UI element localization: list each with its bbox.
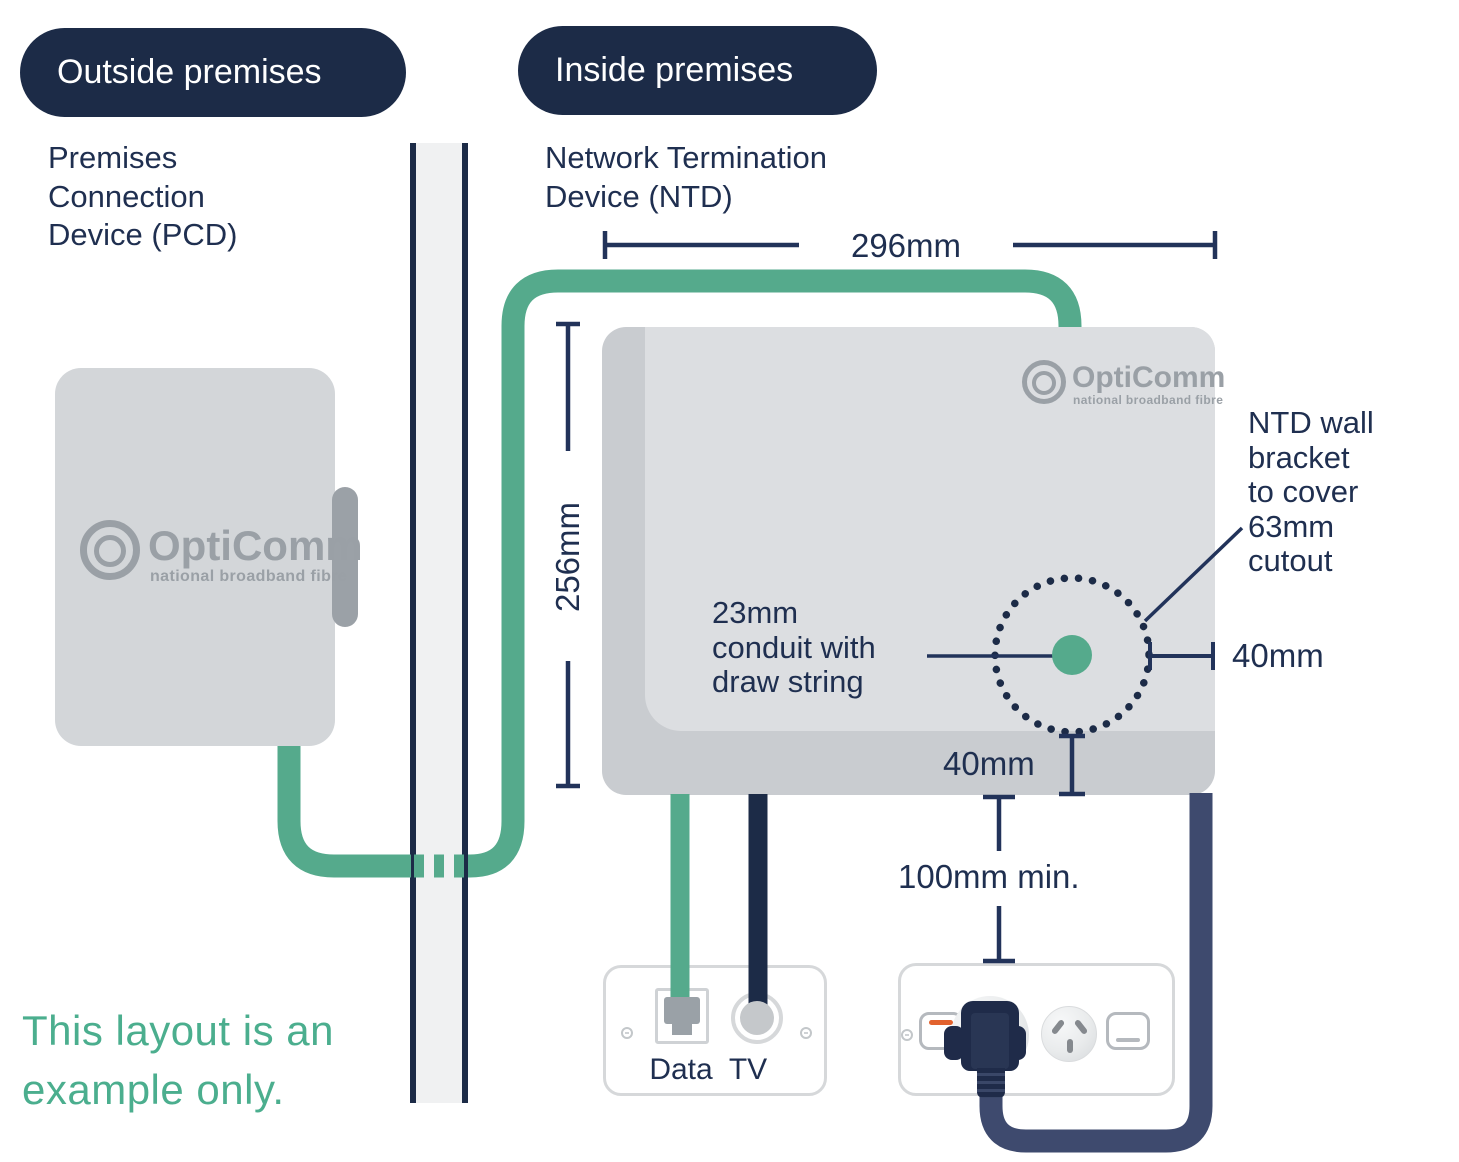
- bracket-note-line: NTD wall: [1248, 405, 1374, 440]
- opticomm-logo-pcd: OptiComm national broadband fibre: [80, 520, 363, 588]
- switch-indicator: [1116, 1038, 1140, 1042]
- wall-section: [410, 143, 468, 1103]
- logo-tagline: national broadband fibre: [150, 568, 348, 585]
- pcd-title-line: Device (PCD): [48, 217, 238, 252]
- cutout-bottom-dimension: 40mm: [943, 745, 1035, 782]
- pcd-title-line: Premises: [48, 140, 178, 175]
- plug-face: [971, 1013, 1009, 1069]
- bracket-note-line: 63mm: [1248, 508, 1335, 544]
- socket-pin-slot: [1050, 1018, 1066, 1036]
- ntd-width-dimension: 296mm: [850, 227, 962, 264]
- logo-tagline: national broadband fibre: [1073, 393, 1224, 407]
- outside-premises-label: Outside premises: [57, 53, 322, 91]
- conduit-note-line: 23mm: [712, 595, 799, 630]
- socket-pin-slot: [1073, 1018, 1089, 1036]
- fibre-cable-outside: [277, 738, 411, 878]
- inside-premises-badge: Inside premises: [518, 26, 877, 115]
- plug-ear: [944, 1026, 964, 1060]
- ntd-height-dimension: 256mm: [549, 501, 586, 613]
- rj45-jack-icon: [664, 997, 700, 1024]
- bracket-note-line: cutout: [1248, 543, 1333, 578]
- screw-icon: [800, 1027, 812, 1039]
- tv-connector-icon: [740, 1001, 774, 1035]
- logo-emblem-inner-icon: [94, 535, 126, 567]
- pcd-title: Premises Connection Device (PCD): [48, 139, 237, 255]
- example-footnote: This layout is an example only.: [22, 1001, 334, 1119]
- logo-emblem-icon: [1022, 360, 1066, 404]
- opticomm-logo-ntd: OptiComm national broadband fibre: [1022, 360, 1225, 408]
- example-footnote-line: This layout is an: [22, 1007, 334, 1054]
- ntd-title-line: Device (NTD): [545, 178, 733, 214]
- rj45-jack-tab: [672, 1022, 692, 1035]
- plug-icon: [961, 1001, 1019, 1071]
- logo-wordmark: OptiComm: [148, 522, 363, 569]
- pcd-latch: [332, 487, 358, 627]
- plug-cord: [977, 1068, 1005, 1098]
- outside-premises-badge: Outside premises: [20, 28, 406, 117]
- screw-icon: [621, 1027, 633, 1039]
- data-port-label: Data: [649, 1053, 713, 1086]
- power-socket-icon: [1041, 1006, 1097, 1062]
- cutout-right-dimension: 40mm: [1232, 637, 1324, 674]
- logo-emblem-icon: [80, 520, 140, 580]
- conduit-note-line: conduit with: [712, 629, 876, 665]
- ntd-title-line: Network Termination: [545, 140, 827, 175]
- logo-wordmark: OptiComm: [1072, 361, 1226, 394]
- inside-premises-label: Inside premises: [555, 51, 794, 89]
- outlet-clearance-dimension: 100mm min.: [898, 858, 1080, 895]
- bracket-note: NTD wall bracket to cover 63mm cutout: [1248, 405, 1374, 579]
- screw-icon: [901, 1029, 913, 1041]
- bracket-note-line: bracket: [1248, 439, 1350, 475]
- switch-indicator: [929, 1020, 953, 1025]
- conduit-note: 23mm conduit with draw string: [712, 595, 876, 700]
- example-footnote-line: example only.: [22, 1066, 285, 1113]
- power-switch-icon: [1106, 1012, 1150, 1050]
- ntd-title: Network Termination Device (NTD): [545, 139, 827, 216]
- logo-emblem-inner-icon: [1032, 371, 1056, 395]
- socket-pin-slot: [1067, 1039, 1073, 1053]
- bracket-note-line: to cover: [1248, 474, 1359, 509]
- pcd-title-line: Connection: [48, 178, 205, 214]
- data-tv-wallplate: [603, 965, 827, 1096]
- tv-port-label: TV: [728, 1053, 768, 1086]
- conduit-note-line: draw string: [712, 664, 864, 699]
